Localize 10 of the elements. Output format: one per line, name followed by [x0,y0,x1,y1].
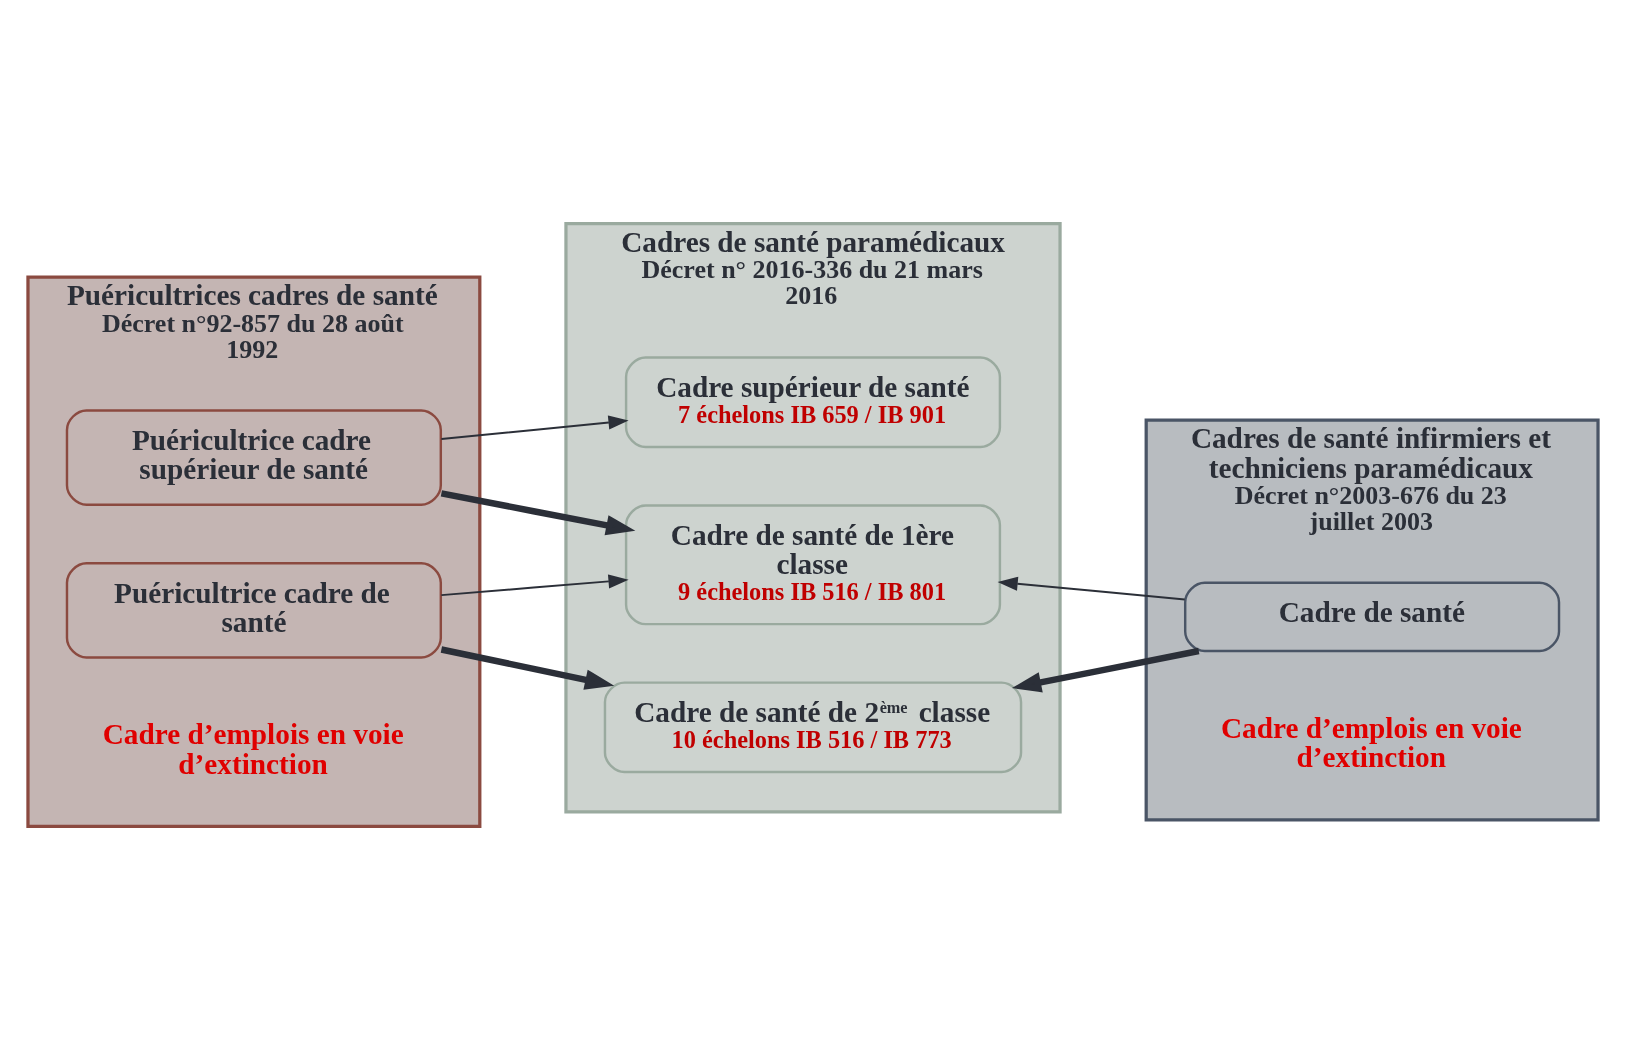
node-box: Puéricultrice cadre de santé [65,561,443,659]
arrow [440,414,629,440]
arrow [997,576,1186,600]
node-box: Cadre de santé de 1ère classe 9 échelons IB 516 / IB 801 [624,503,1002,625]
node-box: Cadre supérieur de santé 7 échelons IB 659 / IB 901 [624,355,1002,448]
node-box: Puéricultrice cadre supérieur de santé [65,408,443,506]
arrow [440,573,629,596]
node-box: Cadre de santé [1184,581,1561,652]
arrow [1011,647,1200,692]
node-box: Cadre de santé de 2$^{ème}$ classe 10 échelons IB 516 / IB 773 [603,680,1023,773]
